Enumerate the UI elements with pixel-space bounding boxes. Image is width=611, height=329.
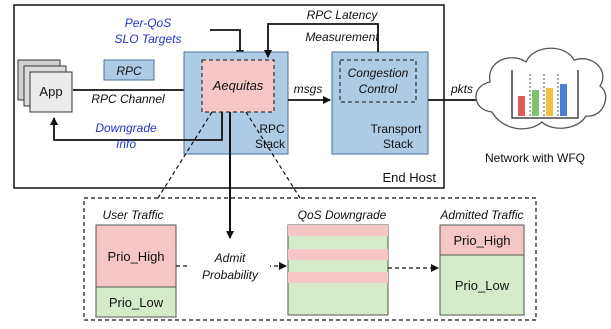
admitted-prio-low-box: [439, 254, 525, 316]
user-prio-low-label: Prio_Low: [109, 295, 164, 310]
queue-bar-green: [532, 90, 539, 116]
slo-targets-line2: SLO Targets: [115, 32, 182, 46]
aequitas-box: [201, 59, 275, 113]
latency-line1: RPC Latency: [307, 8, 379, 22]
slo-targets-line1: Per-QoS: [125, 16, 171, 30]
admit-line2: Probability: [202, 268, 259, 282]
downgrade-stripe: [288, 225, 388, 236]
downgrade-stripe: [288, 272, 388, 283]
rpc-channel-label: RPC Channel: [91, 92, 165, 106]
admitted-prio-low-label: Prio_Low: [455, 278, 510, 293]
queue-bar-blue: [560, 84, 567, 116]
app-label: App: [39, 84, 62, 99]
qos-downgrade-title: QoS Downgrade: [298, 208, 387, 222]
rpc-stack-line2: Stack: [255, 137, 286, 151]
downgrade-info-line2: Info: [116, 137, 136, 151]
rpc-box: [103, 59, 155, 81]
user-prio-high-label: Prio_High: [107, 249, 164, 264]
app-icon: [17, 59, 73, 113]
user-traffic-title: User Traffic: [102, 208, 163, 222]
admitted-traffic-title: Admitted Traffic: [439, 208, 523, 222]
latency-line2: Measurement: [305, 30, 379, 44]
zoom-line-left: [157, 111, 213, 199]
user-prio-high-box: [95, 224, 177, 288]
end-host-label: End Host: [383, 170, 437, 185]
transport-stack-line2: Stack: [383, 137, 414, 151]
admitted-prio-high-box: [439, 224, 525, 256]
queue-bar-red: [518, 96, 525, 116]
msgs-label: msgs: [294, 82, 323, 96]
queue-bar-yellow: [546, 88, 553, 116]
pkts-label: pkts: [450, 82, 473, 96]
downgrade-stripe: [288, 249, 388, 260]
zoom-line-right: [245, 111, 301, 199]
rpc-stack-line1: RPC: [259, 122, 285, 136]
congestion-control-box: [339, 59, 417, 103]
rpc-label: RPC: [116, 64, 142, 78]
user-prio-low-box: [95, 286, 177, 318]
admit-line1: Admit: [214, 251, 246, 265]
congestion-control-line2: Control: [359, 82, 398, 96]
network-cloud: [475, 47, 607, 130]
latency-arrow: [264, 23, 379, 58]
downgrade-info-arrow: [50, 112, 223, 141]
admit-label-bg: [188, 249, 270, 283]
network-label: Network with WFQ: [485, 151, 585, 165]
admitted-prio-high-label: Prio_High: [453, 233, 510, 248]
traffic-panel: [83, 197, 537, 321]
aequitas-label: Aequitas: [212, 78, 264, 93]
congestion-control-line1: Congestion: [348, 66, 409, 80]
transport-stack-line1: Transport: [371, 122, 423, 136]
slo-arrow: [210, 29, 244, 58]
downgrade-info-line1: Downgrade: [95, 121, 157, 135]
qos-downgrade-box: [287, 224, 389, 316]
